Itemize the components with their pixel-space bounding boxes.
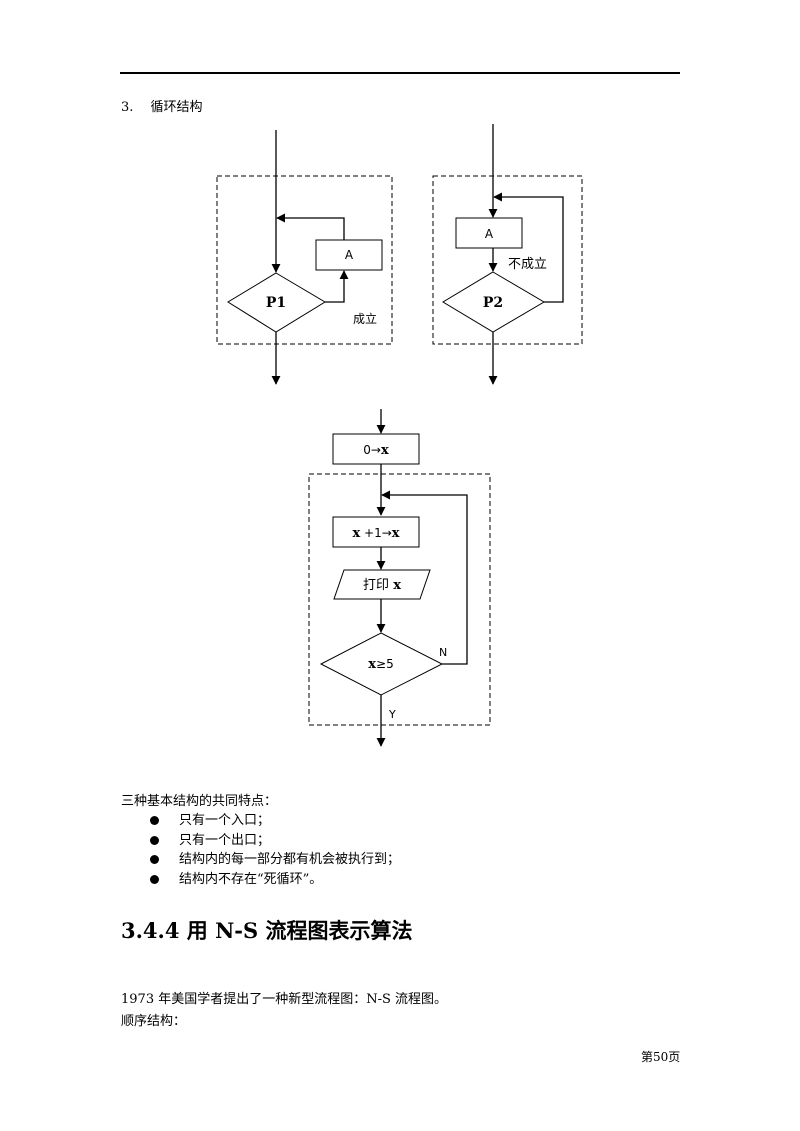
bullet-icon — [150, 835, 159, 845]
init-label: 0→x — [363, 443, 389, 458]
yes-branch-label: Y — [388, 708, 396, 721]
list-item: 结构内的每一部分都有机会被执行到； — [150, 850, 400, 870]
condition-label-p1: P1 — [266, 295, 286, 311]
print-label: 打印 x — [363, 578, 401, 593]
print-parallelogram — [333, 569, 431, 600]
loop-back-arrow-2 — [493, 192, 564, 303]
dashed-boundary-3 — [308, 473, 491, 726]
increment-var: x — [352, 526, 360, 541]
dashed-boundary-2 — [432, 175, 583, 345]
true-branch-arrow — [325, 270, 349, 303]
page-number: 第50页 — [641, 1050, 681, 1064]
cond-op: ≥5 — [376, 657, 394, 671]
list-item-text: 只有一个入口； — [179, 813, 271, 828]
process-label-a-1: A — [345, 248, 354, 262]
print-var: x — [393, 578, 401, 593]
list-item: 结构内不存在“死循环”。 — [150, 870, 400, 890]
increment-target: x — [392, 526, 400, 541]
loop-diagram-2: A 不成立 P2 — [432, 124, 583, 385]
section-label: 3. 循环结构 — [121, 100, 203, 115]
condition-label-p2: P2 — [483, 295, 503, 311]
cond-var: x — [368, 657, 376, 672]
bullet-icon — [150, 816, 159, 825]
process-label-a-2: A — [485, 227, 494, 241]
decision-label-x: x≥5 — [368, 657, 393, 672]
increment-label: x +1→x — [352, 526, 399, 541]
loop-back-arrow-3 — [381, 490, 468, 665]
loop-back-arrow-1 — [276, 213, 345, 240]
bullet-icon — [150, 855, 159, 864]
list-item-text: 结构内的每一部分都有机会被执行到； — [179, 852, 401, 867]
branch-label-p2: 不成立 — [508, 257, 547, 272]
features-list: 只有一个入口； 只有一个出口； 结构内的每一部分都有机会被执行到； 结构内不存在… — [150, 811, 400, 889]
print-text: 打印 — [363, 578, 393, 593]
process-box-a-2 — [455, 217, 523, 249]
list-item-text: 只有一个出口； — [179, 832, 271, 848]
paragraph: 1973 年美国学者提出了一种新型流程图：N-S 流程图。 — [121, 992, 448, 1007]
dashed-boundary-1 — [216, 175, 393, 345]
process-box-a-1 — [315, 239, 383, 271]
bullet-icon — [150, 874, 159, 884]
section-heading: 3.4.4 用 N-S 流程图表示算法 — [121, 918, 413, 943]
init-text: 0→ — [363, 443, 381, 457]
increment-box — [332, 516, 420, 548]
loop-diagram-1: P1 A 成立 — [216, 130, 393, 385]
init-box — [332, 433, 420, 465]
features-title: 三种基本结构的共同特点： — [121, 794, 278, 809]
list-item: 只有一个出口； — [150, 831, 400, 851]
increment-op: +1→ — [360, 526, 392, 540]
list-item: 只有一个入口； — [150, 811, 400, 831]
branch-label-p1: 成立 — [353, 311, 377, 326]
header-rule — [120, 72, 680, 74]
init-var: x — [381, 443, 389, 458]
no-branch-label: N — [439, 646, 447, 659]
list-item-text: 结构内不存在“死循环”。 — [179, 871, 323, 887]
loop-diagram-3: 0→x x +1→x 打印 x x≥5 N Y — [308, 409, 491, 747]
paragraph: 顺序结构： — [121, 1014, 187, 1029]
